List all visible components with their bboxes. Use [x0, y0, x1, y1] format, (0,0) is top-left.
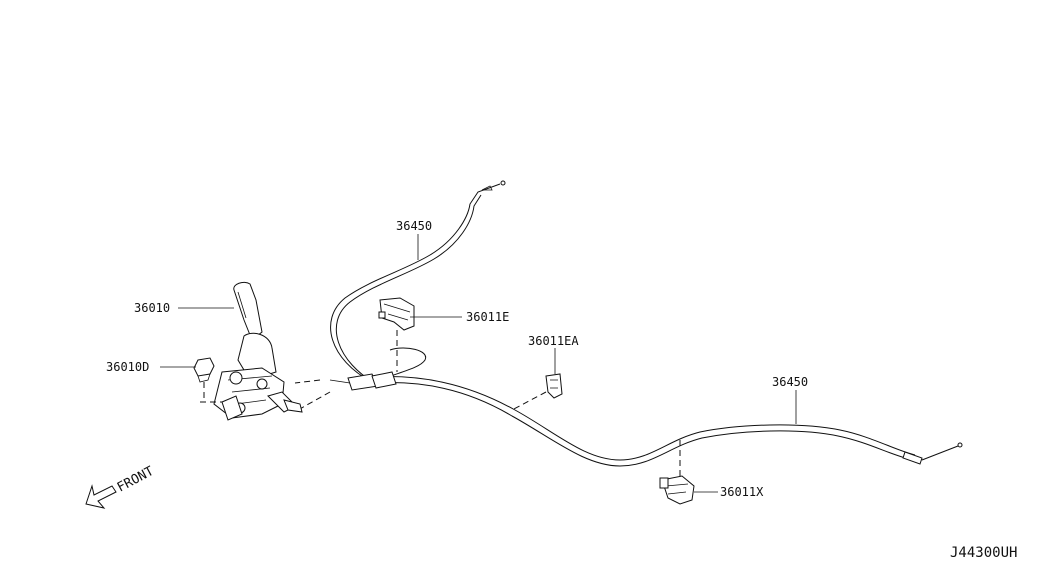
bolt-36010d	[193, 357, 215, 400]
clamp-36011e	[378, 297, 415, 372]
label-36010d: 36010D	[106, 360, 149, 374]
diagram-code: J44300UH	[950, 545, 1017, 561]
label-36450-front: 36450	[396, 219, 432, 233]
label-36010: 36010	[134, 301, 170, 315]
leader-lines	[160, 234, 797, 493]
clamp-36011ea	[511, 373, 563, 411]
label-36450-rear: 36450	[772, 375, 808, 389]
label-36011e: 36011E	[466, 310, 509, 324]
rear-cable-36450	[359, 376, 963, 467]
front-cable-36450	[330, 180, 506, 386]
front-arrow-icon	[85, 484, 117, 509]
parking-brake-lever	[200, 281, 303, 421]
label-36011ea: 36011EA	[528, 334, 579, 348]
front-label: FRONT	[115, 464, 157, 496]
front-direction-indicator: FRONT	[85, 464, 157, 509]
cable-equalizer	[294, 371, 397, 411]
label-36011x: 36011X	[720, 485, 764, 499]
clamp-36011x	[659, 440, 695, 505]
